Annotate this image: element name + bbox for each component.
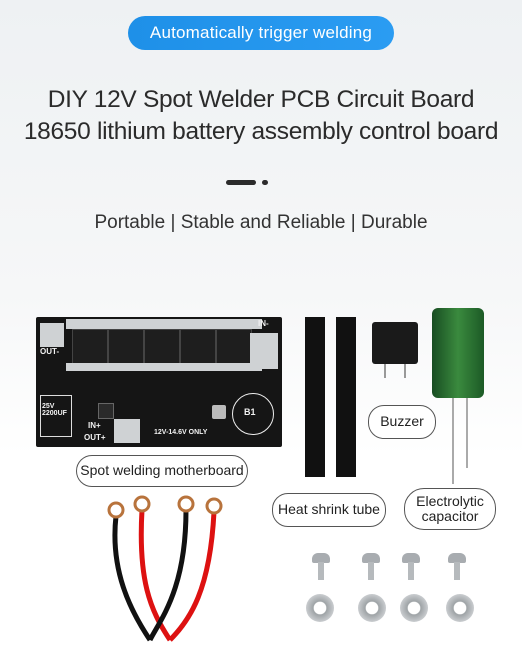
product-title-line1: DIY 12V Spot Welder PCB Circuit Board <box>47 86 475 113</box>
product-features: Portable | Stable and Reliable | Durable <box>94 212 428 233</box>
screw-icon <box>362 553 380 563</box>
heat-shrink-label: Heat shrink tube <box>272 493 386 527</box>
capacitor-lead <box>452 398 454 484</box>
screw-icon <box>402 553 420 563</box>
capacitor-label: Electrolytic capacitor <box>404 488 496 530</box>
heat-shrink-tube <box>336 317 356 477</box>
cap-rating-voltage: 25V <box>42 403 55 410</box>
terminal-pad-right <box>250 333 278 369</box>
motherboard-label: Spot welding motherboard <box>76 455 248 487</box>
in-minus-label: IN- <box>258 319 269 328</box>
capacitor-label-line2: capacitor <box>421 508 479 524</box>
mosfet <box>144 329 180 365</box>
buzzer-lead <box>384 364 386 378</box>
heat-shrink-tube <box>305 317 325 477</box>
nut-icon <box>306 594 334 622</box>
feature-banner: Automatically trigger welding <box>128 16 394 50</box>
in-plus-label: IN+ <box>88 421 101 430</box>
b1-label: B1 <box>244 407 256 417</box>
copper-pad-bottom <box>66 363 262 371</box>
screw-icon <box>312 553 330 563</box>
terminal-pad-left <box>40 323 64 347</box>
divider-dash <box>226 180 256 185</box>
divider-dot <box>262 180 268 185</box>
mosfet <box>108 329 144 365</box>
buzzer-image <box>372 322 418 364</box>
nut-icon <box>358 594 386 622</box>
out-minus-label: OUT- <box>40 347 60 356</box>
pcb-buzzer-outline <box>232 393 274 435</box>
nut-icon <box>446 594 474 622</box>
capacitor-image <box>432 308 484 398</box>
pcb-capacitor <box>40 395 72 437</box>
capacitor-lead <box>466 398 468 468</box>
pcb-board-image: 25V 2200UF B1 IN- OUT- IN+ OUT+ 12V-14.6… <box>36 317 282 447</box>
out-plus-label: OUT+ <box>84 433 106 442</box>
screw-shaft <box>454 562 460 580</box>
pcb-chip <box>98 403 114 419</box>
cap-rating: 25V 2200UF <box>42 403 67 417</box>
mosfet <box>216 329 252 365</box>
pcb-button <box>212 405 226 419</box>
buzzer-lead <box>404 364 406 378</box>
copper-pad-top <box>66 319 262 329</box>
buzzer-label: Buzzer <box>368 405 436 439</box>
mosfet <box>72 329 108 365</box>
product-title-line2: 18650 lithium battery assembly control b… <box>23 118 499 145</box>
screw-icon <box>448 553 466 563</box>
mosfet <box>180 329 216 365</box>
screw-shaft <box>368 562 374 580</box>
terminal-pad-bottom <box>114 419 140 443</box>
voltage-label: 12V-14.6V ONLY <box>154 429 208 436</box>
screw-shaft <box>318 562 324 580</box>
cap-rating-capacitance: 2200UF <box>42 410 67 417</box>
cables-image <box>107 495 223 642</box>
nut-icon <box>400 594 428 622</box>
screw-shaft <box>408 562 414 580</box>
capacitor-label-line1: Electrolytic <box>416 492 484 509</box>
